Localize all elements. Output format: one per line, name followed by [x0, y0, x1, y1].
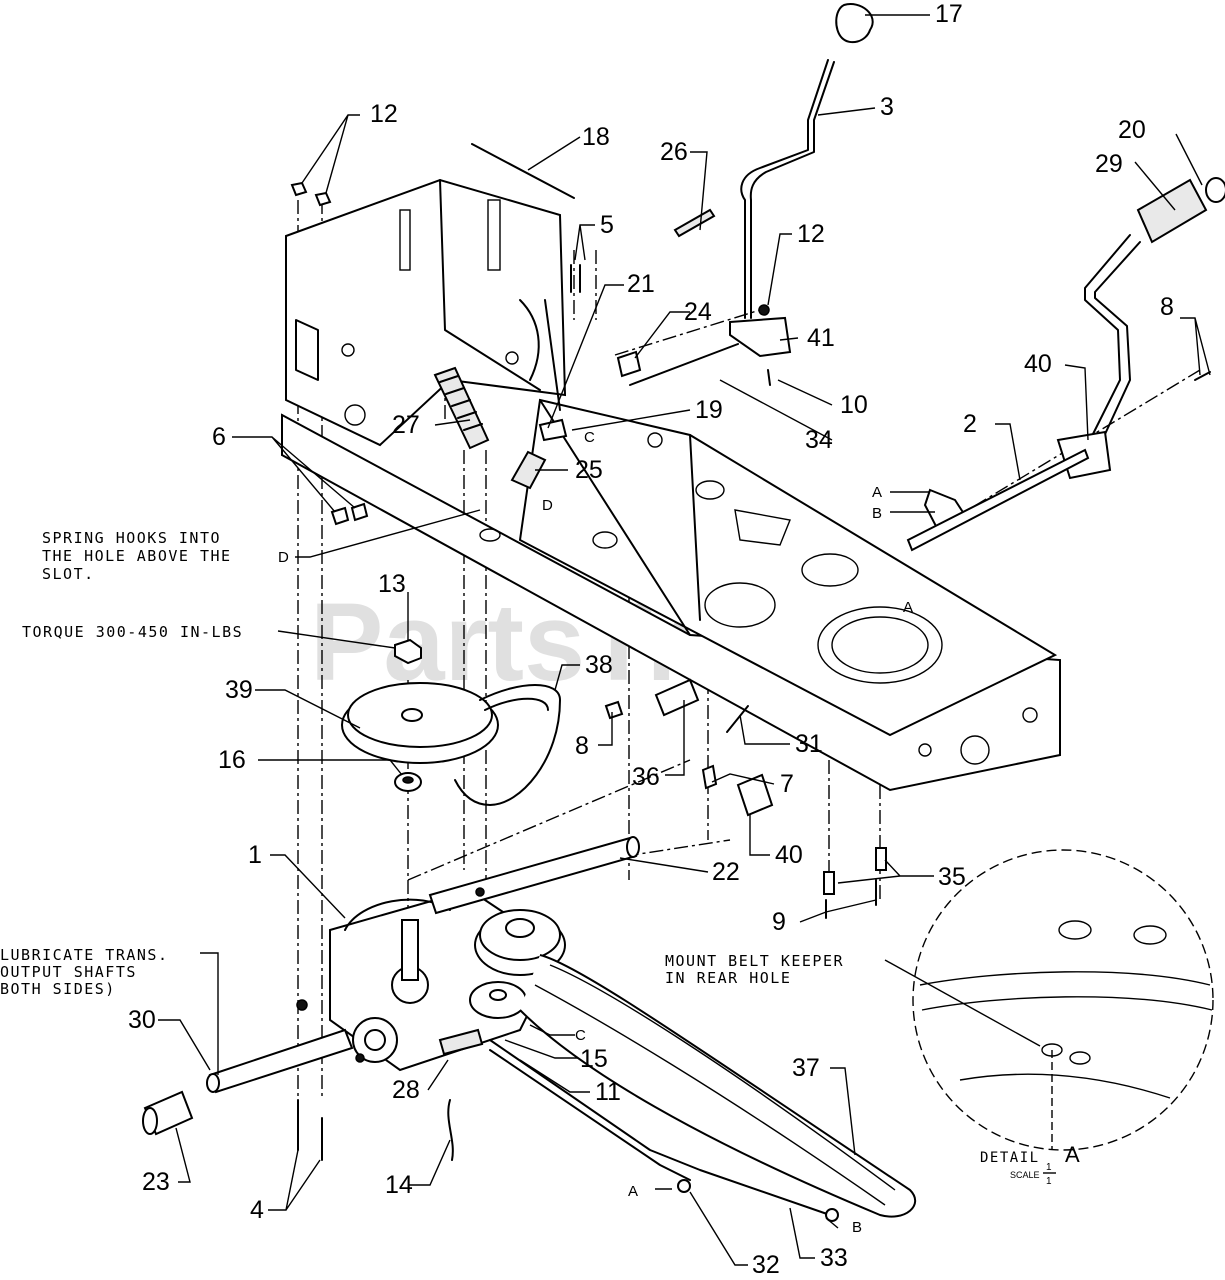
callout-23: 23 [142, 1168, 170, 1196]
callout-12-top-left: 12 [370, 100, 398, 128]
letter-b-lever: B [872, 505, 882, 522]
callout-15: 15 [580, 1045, 608, 1073]
letter-c-trans: C [575, 1027, 586, 1044]
callout-numbers: 12 17 3 18 26 5 12 20 29 21 24 8 41 40 1… [128, 0, 1174, 1279]
callout-1: 1 [248, 841, 262, 869]
rod-34 [629, 343, 739, 386]
callout-9: 9 [772, 908, 786, 936]
callout-10: 10 [840, 391, 868, 419]
callout-22: 22 [712, 858, 740, 886]
callout-2: 2 [963, 410, 977, 438]
note-torque: TORQUE 300-450 IN-LBS [22, 623, 243, 641]
callout-7: 7 [780, 770, 794, 798]
callout-21: 21 [627, 270, 655, 298]
pedal-assembly [906, 177, 1225, 552]
callout-3: 3 [880, 93, 894, 121]
pulley-assembly [341, 638, 561, 806]
note-lube-line-3: BOTH SIDES) [0, 980, 116, 998]
callout-12-right: 12 [797, 220, 825, 248]
tractor-frame [281, 178, 1061, 792]
note-keeper-line-2: IN REAR HOLE [665, 969, 791, 987]
leader-lines [158, 14, 1211, 1266]
callout-18: 18 [582, 123, 610, 151]
callout-19: 19 [695, 396, 723, 424]
callout-29: 29 [1095, 150, 1123, 178]
callout-14: 14 [385, 1171, 413, 1199]
springs [433, 143, 716, 490]
callout-31: 31 [795, 730, 823, 758]
detail-title: DETAIL [980, 1150, 1040, 1166]
letter-d-spring: D [542, 497, 553, 514]
letter-c-bracket: C [584, 429, 595, 446]
note-lube-line-1: LUBRICATE TRANS. [0, 946, 169, 964]
callout-30: 30 [128, 1006, 156, 1034]
callout-26: 26 [660, 138, 688, 166]
callout-17: 17 [935, 0, 963, 28]
callout-20: 20 [1118, 116, 1146, 144]
drive-belt [519, 954, 917, 1218]
note-spring-line-3: SLOT. [42, 565, 95, 583]
callout-38: 38 [585, 651, 613, 679]
callout-16: 16 [218, 746, 246, 774]
callout-24: 24 [684, 298, 712, 326]
detail-a-label: DETAIL A SCALE 1 1 [980, 1142, 1080, 1187]
callout-4: 4 [250, 1196, 264, 1224]
callout-25: 25 [575, 456, 603, 484]
callout-8-left: 8 [575, 732, 589, 760]
note-lube-line-2: OUTPUT SHAFTS [0, 963, 137, 981]
callout-11: 11 [595, 1078, 621, 1106]
callout-33: 33 [820, 1244, 848, 1272]
letter-d-note: D [278, 549, 289, 566]
detail-letter: A [1065, 1142, 1080, 1167]
callout-8-right: 8 [1160, 293, 1174, 321]
detail-a-view [912, 849, 1214, 1151]
note-keeper-line-1: MOUNT BELT KEEPER [665, 952, 844, 970]
letter-a-bottom: A [628, 1183, 638, 1200]
callout-37: 37 [792, 1054, 820, 1082]
callout-40-top: 40 [1024, 350, 1052, 378]
note-spring-line-1: SPRING HOOKS INTO [42, 529, 221, 547]
callout-34: 34 [805, 426, 833, 454]
callout-32: 32 [752, 1251, 780, 1279]
detail-scale-top: 1 [1046, 1162, 1052, 1173]
shift-lever [729, 3, 874, 386]
callout-40-bottom: 40 [775, 841, 803, 869]
reference-letters: A B C D D C A B A [278, 429, 913, 1236]
assembly-notes: SPRING HOOKS INTO THE HOLE ABOVE THE SLO… [0, 529, 844, 998]
transmission [206, 836, 640, 1094]
callout-36: 36 [632, 763, 660, 791]
detail-scale-label: SCALE [1010, 1170, 1040, 1180]
callout-28: 28 [392, 1076, 420, 1104]
callout-27: 27 [392, 411, 420, 439]
callout-6: 6 [212, 423, 226, 451]
letter-a-lever: A [872, 484, 882, 501]
callout-39: 39 [225, 676, 253, 704]
callout-35: 35 [938, 863, 966, 891]
callout-13: 13 [378, 570, 406, 598]
note-spring-line-2: THE HOLE ABOVE THE [42, 547, 232, 565]
letter-b-bottom: B [852, 1219, 862, 1236]
letter-a-detail-ref: A [903, 599, 913, 616]
callout-5: 5 [600, 211, 614, 239]
detail-scale-bottom: 1 [1046, 1176, 1052, 1187]
callout-41: 41 [807, 324, 835, 352]
hardware [142, 181, 887, 1222]
